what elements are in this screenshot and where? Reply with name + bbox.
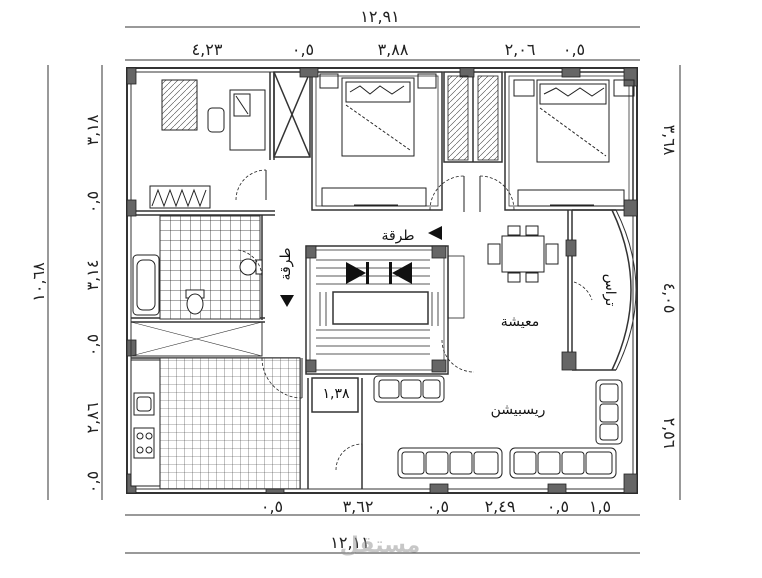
dimension-lines — [47, 26, 681, 554]
dim-left-total: ١٠,٦٨ — [29, 262, 48, 302]
hall-partition — [130, 321, 263, 357]
dim-top-total: ١٢,٩١ — [360, 7, 399, 26]
bedroom1-furniture — [319, 73, 437, 207]
kitchen-tiles — [159, 357, 301, 490]
bedroom2-furniture — [513, 79, 635, 207]
label-reception: ريسبيشن — [491, 402, 546, 418]
dim-top-seg-2: ٠,٥ — [292, 40, 314, 59]
dim-top-seg-4: ٢,٠٦ — [505, 40, 536, 59]
dim-top-seg-5: ٠,٥ — [563, 40, 585, 59]
office-furniture — [149, 79, 266, 209]
label-shaft: ١,٣٨ — [322, 386, 349, 402]
dim-top-seg-1: ٤,٢٣ — [192, 40, 223, 59]
arrow-right-icon — [346, 262, 366, 284]
label-corridor-top: طرقة — [381, 228, 414, 244]
dim-left-seg-2: ٠,٥ — [83, 191, 102, 213]
dim-left-seg-1: ٣,١٨ — [83, 114, 102, 145]
dim-right-seg-2: ٤,٠٥ — [660, 283, 679, 314]
label-corridor-side: طرقة — [278, 247, 294, 280]
dim-bottom-seg-3: ٠,٥ — [427, 497, 449, 516]
dining-table — [487, 225, 559, 283]
dim-bottom-seg-2: ٣,٦٢ — [343, 497, 374, 516]
corridor-arrow-icon — [428, 226, 442, 240]
label-terrace: تراس — [602, 274, 618, 307]
dim-left-seg-4: ٠,٥ — [83, 334, 102, 356]
columns — [126, 67, 638, 494]
corridor-side-arrow-icon — [280, 295, 294, 307]
dim-top-seg-3: ٣,٨٨ — [378, 40, 409, 59]
dim-bottom-seg-5: ٠,٥ — [547, 497, 569, 516]
dim-left-seg-3: ٣,١٤ — [83, 260, 102, 291]
door-swings — [235, 169, 593, 471]
arrow-left-icon — [392, 262, 412, 284]
stair-arrows — [346, 262, 412, 284]
watermark-logo: مستقل — [340, 533, 420, 558]
bathroom-fixtures — [132, 254, 263, 316]
dim-bottom-seg-1: ٠,٥ — [261, 497, 283, 516]
door-leaves — [265, 170, 481, 470]
label-living: معيشة — [501, 314, 539, 330]
dim-bottom-seg-6: ١,٥ — [589, 497, 611, 516]
dim-left-seg-5: ٢,٨٦ — [83, 403, 102, 434]
dim-right-seg-1: ٣,٦٨ — [660, 125, 679, 156]
dim-right-seg-3: ٢,٥٦ — [660, 418, 679, 449]
dim-left-seg-6: ٠,٥ — [83, 471, 102, 493]
wardrobe — [447, 75, 499, 161]
kitchen-fixtures — [130, 359, 161, 487]
dim-bottom-seg-4: ٢,٤٩ — [485, 497, 516, 516]
dim-bottom-total: ١٢,١١ — [330, 533, 369, 552]
reception-sofas — [373, 375, 623, 479]
